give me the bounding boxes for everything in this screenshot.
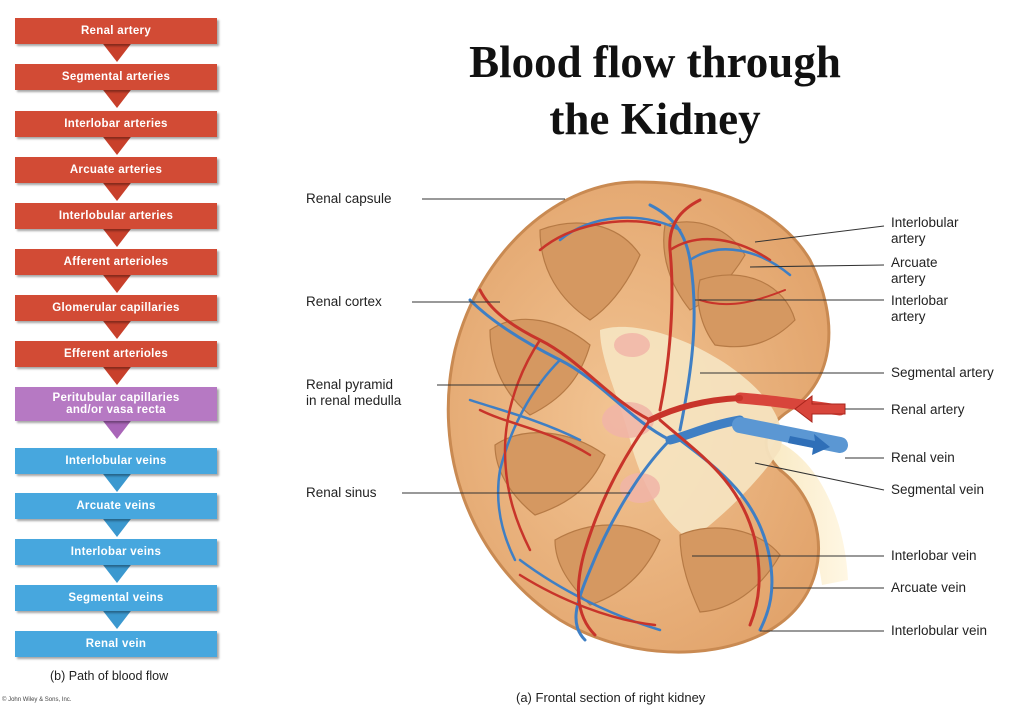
flow-step-arcuate-veins: Arcuate veins — [15, 493, 217, 519]
flow-step-afferent-arterioles: Afferent arterioles — [15, 249, 217, 275]
flow-step-interlobular-arteries: Interlobular arteries — [15, 203, 217, 229]
label-interlobular-vein: Interlobular vein — [891, 623, 987, 639]
title-line-1: Blood flow through — [380, 34, 930, 91]
kidney-caption: (a) Frontal section of right kidney — [516, 690, 705, 705]
label-renal-vein: Renal vein — [891, 450, 955, 466]
flow-caption: (b) Path of blood flow — [50, 669, 168, 683]
label-arcuate-artery: Arcuate artery — [891, 255, 938, 287]
label-renal-sinus: Renal sinus — [306, 485, 377, 501]
label-interlobar-artery: Interlobar artery — [891, 293, 948, 325]
label-renal-pyramid: Renal pyramid in renal medulla — [306, 377, 401, 409]
label-arcuate-artery-line-1: Arcuate — [891, 255, 938, 271]
flow-step-segmental-veins: Segmental veins — [15, 585, 217, 611]
title-line-2: the Kidney — [380, 91, 930, 148]
flow-step-line: Peritubular capillaries — [52, 392, 179, 404]
label-arcuate-vein: Arcuate vein — [891, 580, 966, 596]
blood-flow-path: Renal artery Segmental arteries Interlob… — [0, 0, 240, 708]
label-interlobular-artery-line-2: artery — [891, 231, 959, 247]
label-renal-cortex: Renal cortex — [306, 294, 382, 310]
label-segmental-vein: Segmental vein — [891, 482, 984, 498]
label-interlobar-vein: Interlobar vein — [891, 548, 977, 564]
label-interlobular-artery: Interlobular artery — [891, 215, 959, 247]
label-interlobar-artery-line-2: artery — [891, 309, 948, 325]
flow-step-interlobar-veins: Interlobar veins — [15, 539, 217, 565]
label-renal-pyramid-line-1: Renal pyramid — [306, 377, 401, 393]
flow-step-glomerular-capillaries: Glomerular capillaries — [15, 295, 217, 321]
label-arcuate-artery-line-2: artery — [891, 271, 938, 287]
flow-step-peritubular-capillaries: Peritubular capillaries and/or vasa rect… — [15, 387, 217, 421]
flow-step-renal-vein: Renal vein — [15, 631, 217, 657]
copyright-notice: © John Wiley & Sons, Inc. — [2, 697, 71, 703]
flow-step-efferent-arterioles: Efferent arterioles — [15, 341, 217, 367]
label-renal-artery: Renal artery — [891, 402, 965, 418]
flow-step-line: and/or vasa recta — [66, 404, 166, 416]
label-renal-pyramid-line-2: in renal medulla — [306, 393, 401, 409]
flow-step-segmental-arteries: Segmental arteries — [15, 64, 217, 90]
flow-step-interlobar-arteries: Interlobar arteries — [15, 111, 217, 137]
flow-step-arcuate-arteries: Arcuate arteries — [15, 157, 217, 183]
flow-step-renal-artery: Renal artery — [15, 18, 217, 44]
page-title: Blood flow through the Kidney — [380, 34, 930, 148]
label-segmental-artery: Segmental artery — [891, 365, 994, 381]
label-interlobular-artery-line-1: Interlobular — [891, 215, 959, 231]
flow-step-interlobular-veins: Interlobular veins — [15, 448, 217, 474]
label-renal-capsule: Renal capsule — [306, 191, 392, 207]
label-interlobar-artery-line-1: Interlobar — [891, 293, 948, 309]
